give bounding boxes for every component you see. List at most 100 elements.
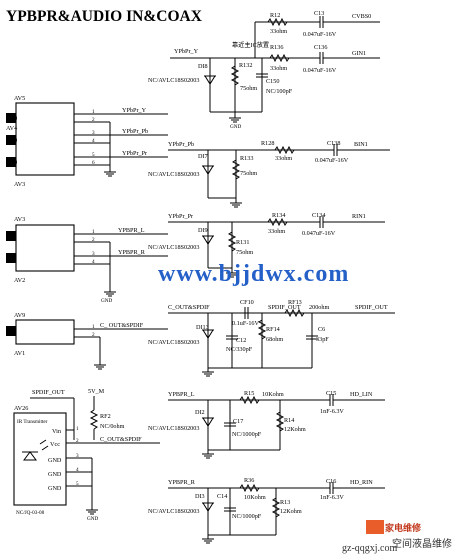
vcc-pin-label: Vcc xyxy=(50,441,60,448)
c150-value: NC/100pF xyxy=(266,88,293,95)
c16-value: 1nF-6.3V xyxy=(320,494,344,501)
rf13-value: 200ohm xyxy=(309,304,329,311)
r134-value: 33ohm xyxy=(268,228,285,235)
r36-value: 10Kohm xyxy=(244,494,266,501)
gnd-pin-3: GND xyxy=(48,457,62,464)
c138-value: 0.047uF-16V xyxy=(315,157,349,164)
r15-value: 10Kohm xyxy=(262,391,284,398)
ypbpr-l-net-2: YPBPR_L xyxy=(168,391,195,398)
rf14-value: 68ohm xyxy=(266,336,283,343)
pin-c1: 1 xyxy=(76,426,79,432)
pin-2: 2 xyxy=(92,117,95,123)
r131-value: 75ohm xyxy=(236,249,253,256)
cf10-value: 0.1uF-16V xyxy=(232,320,260,327)
c134-value: 0.047uF-16V xyxy=(302,230,336,237)
pin-1: 1 xyxy=(92,109,95,115)
hd-lin-net: HD_LIN xyxy=(350,391,373,398)
connector-av5-av3: AV5 AV3 AV4 1 2 3 4 5 6 YPbPr_Y YPbPr_Pb… xyxy=(6,95,168,188)
av2-label: AV2 xyxy=(14,277,25,284)
pin-b1: 1 xyxy=(92,324,95,330)
c12-label: C12 xyxy=(236,337,246,344)
bin1-net: BIN1 xyxy=(354,141,368,148)
c14-value: NC/1000pF xyxy=(232,513,262,520)
av26-label: AV26 xyxy=(14,405,28,412)
d13-label: DI3 xyxy=(195,493,205,500)
c14-label: C14 xyxy=(217,493,227,500)
c15-value: 1nF-6.3V xyxy=(320,408,344,415)
hd-rin-net: HD_RIN xyxy=(350,479,373,486)
r128-value: 33ohm xyxy=(275,155,292,162)
hd-lin-circuit: YPBPR_L R15 10Kohm C15 1nF-6.3V HD_LIN D… xyxy=(148,390,385,459)
c17-value: NC/1000pF xyxy=(232,431,262,438)
d12-value: NC/AVLC18S02003 xyxy=(148,425,199,432)
r14-label: R14 xyxy=(284,417,294,424)
av26-part-number: NC/JQ-03-08 xyxy=(16,510,45,516)
r136-label: R136 xyxy=(270,44,283,51)
c13-value: 0.047uF-16V xyxy=(303,31,337,38)
av9-label: AV9 xyxy=(14,312,25,319)
ir-transmitter: SPDIF_OUT 5V_M RF2 NC/0ohm AV26 IR Trans… xyxy=(13,388,160,522)
d113-label: DI13 xyxy=(196,324,209,331)
d19-label: DI9 xyxy=(198,227,208,234)
vin-pin-label: Vin xyxy=(52,428,61,435)
r132-label: R132 xyxy=(239,62,252,69)
r15-label: R15 xyxy=(244,390,254,397)
d12-label: DI2 xyxy=(195,409,205,416)
av3-label: AV3 xyxy=(14,181,25,188)
spdif-out-net-mid: SPDIF_OUT xyxy=(268,304,301,311)
near-ic-note: 靠近主IC放置 xyxy=(232,41,269,49)
c6-value: 33pF xyxy=(316,336,329,343)
c13-label: C13 xyxy=(314,10,324,17)
spdif-circuit: C_OUT&SPDIF CF10 0.1uF-16V SPDIF_OUT RF1… xyxy=(148,299,395,377)
r133-label: R133 xyxy=(240,155,253,162)
gnd-label-3: GND xyxy=(87,516,98,522)
c138-label: C138 xyxy=(327,140,340,147)
pb-channel-circuit: YPbPr_Pb R128 33ohm C138 0.047uF-16V BIN… xyxy=(148,140,390,208)
d19-value: NC/AVLC18S02003 xyxy=(148,244,199,251)
pin-a3: 3 xyxy=(92,251,95,257)
c12-value: NC/330pF xyxy=(226,346,253,353)
brand-watermark: 家电维修 空间液晶维修 gz-qqgxj.com xyxy=(342,520,452,554)
ypbpr-l-net: YPBPR_L xyxy=(118,227,145,234)
gnd-label-1: GND xyxy=(230,124,241,130)
r133-value: 75ohm xyxy=(240,170,257,177)
ypbpr-y-left: YPbPr_Y xyxy=(122,107,147,114)
r131-label: R131 xyxy=(236,239,249,246)
c17-label: C17 xyxy=(233,418,243,425)
pin-c4: 4 xyxy=(76,467,79,473)
r13-value: 12Kohm xyxy=(280,508,302,515)
c6-label: C6 xyxy=(318,326,325,333)
d18-label: DI8 xyxy=(198,63,208,70)
pin-4: 4 xyxy=(92,138,95,144)
connector-av9: AV9 AV1 1 2 C_ OUT&SPDIF xyxy=(6,312,168,370)
watermark-brand: 空间液晶维修 xyxy=(392,537,452,550)
r134-label: R134 xyxy=(272,212,285,219)
r13-label: R13 xyxy=(280,499,290,506)
pin-a2: 2 xyxy=(92,237,95,243)
pin-6: 6 xyxy=(92,160,95,166)
ypbpr-pr-net: YPbPr_Pr xyxy=(168,213,193,220)
pin-a4: 4 xyxy=(92,259,95,265)
ypbpr-pr-left: YPbPr_Pr xyxy=(122,150,147,157)
ypbpr-pb-left: YPbPr_Pb xyxy=(122,128,148,135)
cvbs0-net: CVBS0 xyxy=(352,13,371,20)
pin-c2: 2 xyxy=(76,438,79,444)
cf10-label: CF10 xyxy=(240,299,254,306)
r12-label: R12 xyxy=(270,12,280,19)
pin-5: 5 xyxy=(92,152,95,158)
logo-mark xyxy=(366,520,384,534)
pin-3: 3 xyxy=(92,130,95,136)
c15-label: C15 xyxy=(326,390,336,397)
r128-label: R128 xyxy=(261,140,274,147)
pin-b2: 2 xyxy=(92,332,95,338)
ypbpr-pb-net: YPbPr_Pb xyxy=(168,141,194,148)
ypbpr-r-net: YPBPR_R xyxy=(118,249,146,256)
av4-label: AV4 xyxy=(6,125,17,132)
r132-value: 75ohm xyxy=(240,85,257,92)
c150-label: C150 xyxy=(266,78,279,85)
gnd-pin-5: GND xyxy=(48,485,62,492)
rf13-label: RF13 xyxy=(288,299,302,306)
pin-c3: 3 xyxy=(76,453,79,459)
c-out-spdif-left: C_ OUT&SPDIF xyxy=(100,322,144,329)
spdif-out-net: SPDIF_OUT xyxy=(355,304,388,311)
